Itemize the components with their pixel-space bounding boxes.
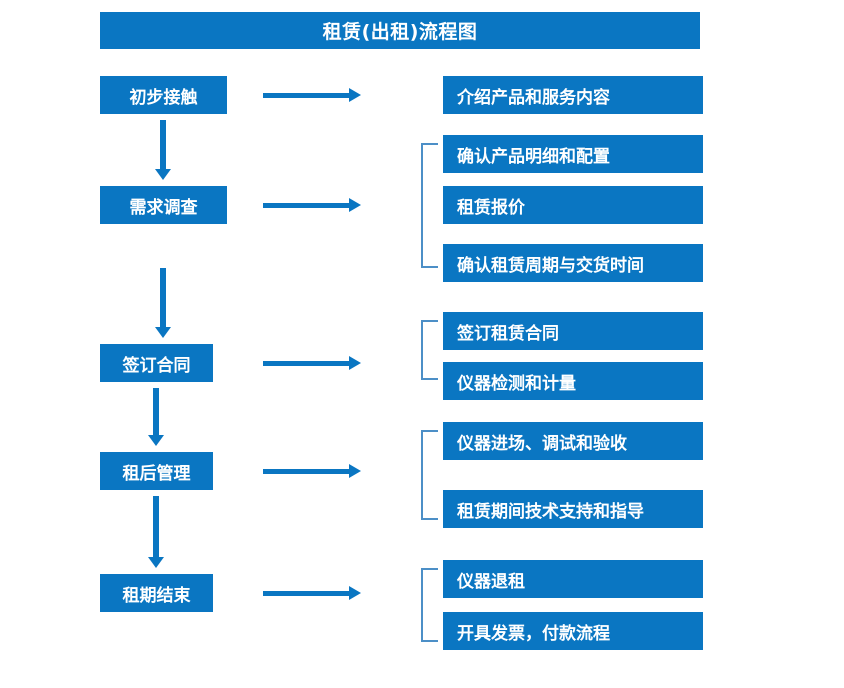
stage-box-签订合同[interactable]: 签订合同 <box>100 344 213 382</box>
detail-arrow-right-5 <box>263 586 361 600</box>
group-bracket-需求调查 <box>421 143 438 268</box>
detail-box-介绍产品和服务内容[interactable]: 介绍产品和服务内容 <box>443 76 703 114</box>
detail-box-仪器检测和计量[interactable]: 仪器检测和计量 <box>443 362 703 400</box>
group-bracket-签订合同 <box>421 320 438 380</box>
detail-arrow-right-1 <box>263 88 361 102</box>
detail-box-开具发票付款流程[interactable]: 开具发票，付款流程 <box>443 612 703 650</box>
detail-box-仪器退租[interactable]: 仪器退租 <box>443 560 703 598</box>
detail-box-租赁报价[interactable]: 租赁报价 <box>443 186 703 224</box>
flow-arrow-down-3 <box>148 388 164 446</box>
detail-box-确认产品明细和配置[interactable]: 确认产品明细和配置 <box>443 135 703 173</box>
detail-arrow-right-4 <box>263 464 361 478</box>
detail-arrow-right-2 <box>263 198 361 212</box>
detail-box-仪器进场调试和验收[interactable]: 仪器进场、调试和验收 <box>443 422 703 460</box>
chart-title: 租赁(出租)流程图 <box>100 12 700 49</box>
group-bracket-租后管理 <box>421 430 438 520</box>
stage-box-租期结束[interactable]: 租期结束 <box>100 574 213 612</box>
flow-arrow-down-4 <box>148 496 164 568</box>
stage-box-需求调查[interactable]: 需求调查 <box>100 186 227 224</box>
detail-arrow-right-3 <box>263 356 361 370</box>
detail-box-租赁期间技术支持和指导[interactable]: 租赁期间技术支持和指导 <box>443 490 703 528</box>
stage-box-初步接触[interactable]: 初步接触 <box>100 76 227 114</box>
group-bracket-租期结束 <box>421 568 438 642</box>
detail-box-确认租赁周期与交货时间[interactable]: 确认租赁周期与交货时间 <box>443 244 703 282</box>
detail-box-签订租赁合同[interactable]: 签订租赁合同 <box>443 312 703 350</box>
stage-box-租后管理[interactable]: 租后管理 <box>100 452 213 490</box>
flow-arrow-down-1 <box>155 120 171 180</box>
flow-arrow-down-2 <box>155 268 171 338</box>
